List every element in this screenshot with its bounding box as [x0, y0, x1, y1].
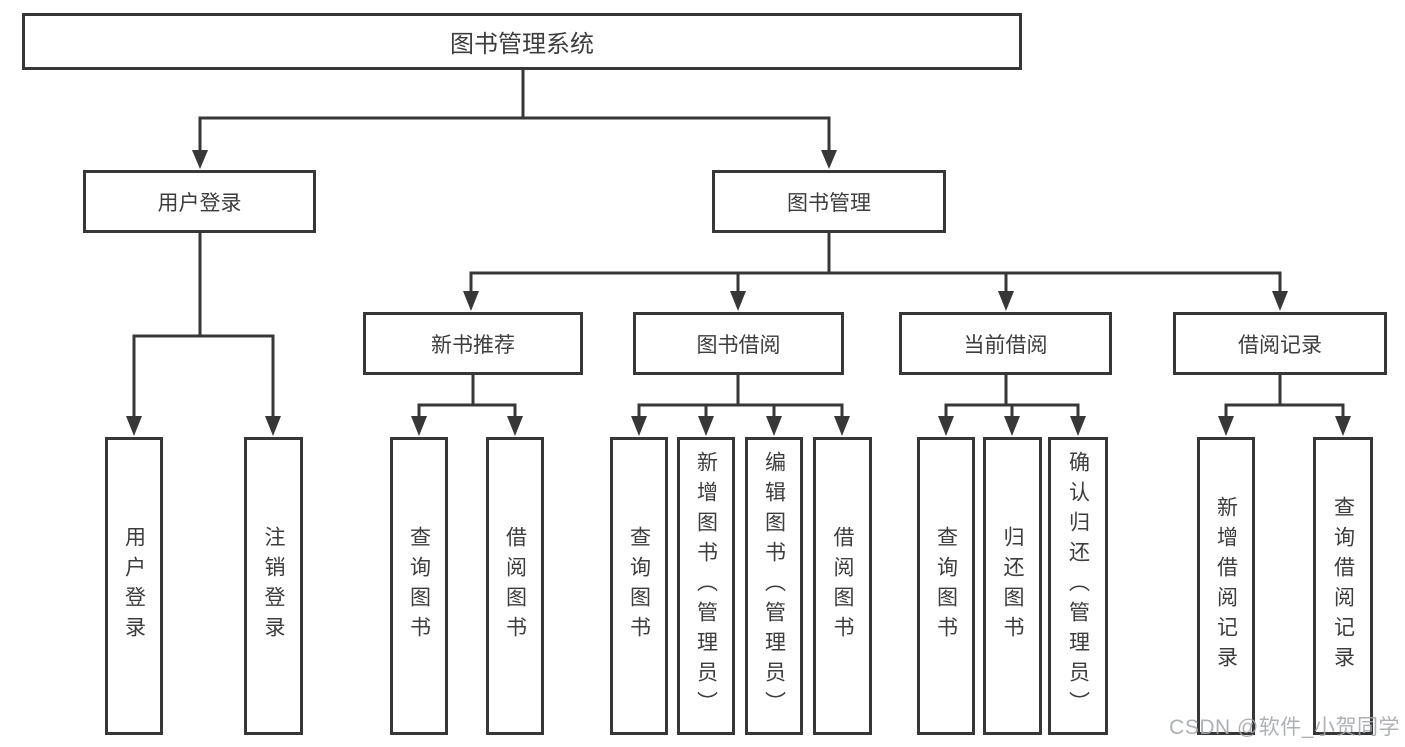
leaf-query-books: 查询图书 — [610, 437, 668, 735]
connector-book-management-to-level3 — [469, 233, 1282, 292]
node-label: 图书管理系统 — [450, 31, 594, 58]
arrowheads-book-borrow-children — [631, 416, 850, 436]
csdn-watermark: CSDN @软件_小贺同学 — [1169, 716, 1400, 739]
leaf-return-books: 归还图书 — [983, 437, 1042, 735]
leaf-borrow-books: 借阅图书 — [813, 437, 872, 735]
arrowheads-borrow-records-children — [1218, 416, 1351, 436]
arrowheads-new-book-children — [411, 416, 523, 436]
node-label: 新增借阅记录 — [1214, 496, 1238, 676]
node-label: 查询借阅记录 — [1331, 496, 1355, 676]
leaf-add-borrow-record: 新增借阅记录 — [1197, 437, 1255, 735]
leaf-user-login: 用户登录 — [105, 437, 163, 735]
node-label: 借阅图书 — [831, 526, 854, 646]
node-label: 查询图书 — [934, 526, 958, 646]
leaf-edit-books-admin: 编辑图书（管理员） — [745, 437, 803, 735]
node-label: 用户登录 — [122, 526, 146, 646]
connector-borrow-records-children — [1224, 375, 1345, 417]
node-book-borrow: 图书借阅 — [633, 312, 844, 375]
node-label: 当前借阅 — [963, 333, 1048, 357]
node-book-management: 图书管理 — [712, 170, 946, 233]
arrowheads-user-login-children — [126, 416, 281, 436]
node-current-borrow: 当前借阅 — [899, 312, 1112, 375]
connector-user-login-children — [132, 233, 275, 417]
leaf-query-books-current: 查询图书 — [917, 437, 975, 735]
node-label: 查询图书 — [407, 526, 431, 646]
arrowheads-level3 — [463, 291, 1288, 311]
node-user-login: 用户登录 — [83, 170, 316, 233]
node-borrow-records: 借阅记录 — [1173, 312, 1387, 375]
arrowheads-current-borrow-children — [938, 416, 1086, 436]
leaf-borrow-books-recommend: 借阅图书 — [486, 437, 544, 735]
connector-new-book-children — [417, 375, 517, 417]
node-label: 借阅图书 — [503, 526, 527, 646]
node-label: 图书管理 — [787, 191, 871, 215]
leaf-logout: 注销登录 — [244, 437, 303, 735]
node-label: 注销登录 — [262, 526, 285, 646]
node-label: 新书推荐 — [431, 333, 515, 357]
leaf-add-books-admin: 新增图书（管理员） — [677, 437, 735, 735]
node-label: 借阅记录 — [1238, 333, 1322, 357]
node-label: 查询图书 — [627, 526, 651, 646]
connector-root-to-level2 — [198, 70, 831, 151]
leaf-confirm-return-admin: 确认归还（管理员） — [1048, 437, 1108, 735]
connector-current-borrow-children — [944, 375, 1080, 417]
node-label: 图书借阅 — [696, 333, 781, 357]
node-new-book-recommend: 新书推荐 — [363, 312, 583, 375]
node-library-management-system: 图书管理系统 — [22, 13, 1022, 70]
leaf-query-borrow-record: 查询借阅记录 — [1313, 437, 1373, 735]
node-label: 编辑图书（管理员） — [762, 451, 786, 721]
node-label: 归还图书 — [1001, 526, 1024, 646]
node-label: 新增图书（管理员） — [694, 451, 718, 721]
arrowheads-level2 — [192, 150, 837, 169]
connector-book-borrow-children — [637, 375, 844, 417]
node-label: 确认归还（管理员） — [1066, 451, 1090, 721]
leaf-query-books-recommend: 查询图书 — [390, 437, 448, 735]
node-label: 用户登录 — [157, 191, 242, 215]
